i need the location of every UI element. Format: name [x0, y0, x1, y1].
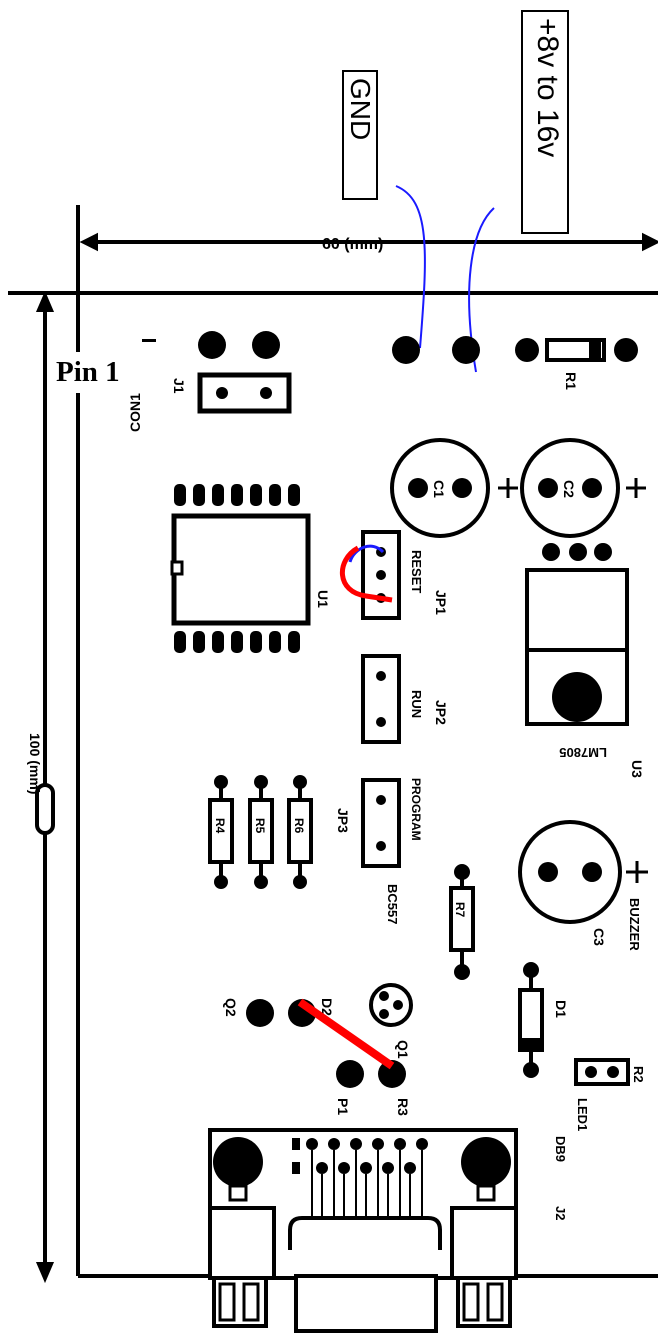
c1-label: C1 [431, 480, 447, 498]
j1-label: J1 [171, 378, 187, 394]
db9-connector [208, 1128, 518, 1333]
jp2-label: JP2 [433, 700, 449, 725]
r2-label: R2 [631, 1066, 646, 1083]
u1-ic [170, 484, 311, 653]
led1-label: LED1 [575, 1098, 590, 1131]
u1-label: U1 [315, 590, 331, 608]
height-dimension [35, 290, 55, 1284]
d2-label: D2 [319, 998, 335, 1016]
r7-resistor [449, 864, 475, 980]
r4-label: R4 [213, 818, 227, 834]
j2-label: J2 [553, 1206, 568, 1220]
jp2-header [361, 654, 401, 744]
j1-header [197, 372, 292, 414]
r4-r5-r6-resistors [208, 775, 313, 889]
jp2-text: RUN [409, 690, 424, 718]
c2-label: C2 [561, 480, 577, 498]
width-dimension-label: 60 (mm) [322, 236, 383, 253]
jp1-label: JP1 [433, 590, 449, 615]
r3-label: R3 [395, 1098, 411, 1116]
gnd-label: GND [345, 78, 376, 141]
u3-regulator [525, 543, 629, 726]
u3-part-label: LM7805 [559, 745, 607, 760]
con1-label: CON1 [127, 393, 143, 432]
jp1-text: RESET [409, 550, 424, 593]
width-dimension [79, 232, 658, 252]
jp3-header [361, 778, 401, 868]
led1 [574, 1058, 630, 1086]
q1-label: Q1 [395, 1040, 411, 1059]
c1-capacitor [390, 438, 518, 538]
r1-label: R1 [563, 372, 579, 390]
q2-label: Q2 [223, 998, 239, 1017]
p1-pads [336, 1060, 406, 1088]
red-jumper-wire [297, 998, 395, 1070]
buzzer-label: BUZZER [627, 898, 642, 951]
u3-label: U3 [629, 760, 645, 778]
gnd-wire [395, 185, 426, 349]
d1-label: D1 [553, 1000, 569, 1018]
q1-transistor [369, 983, 413, 1027]
c2-capacitor [520, 438, 646, 538]
pin1-label: Pin 1 [50, 352, 126, 393]
con1-pads [142, 331, 280, 359]
height-dimension-label: 100 (mm) [27, 733, 43, 794]
r5-label: R5 [253, 818, 267, 834]
jp3-label: JP3 [335, 808, 351, 833]
q1-part-label: BC557 [385, 884, 400, 924]
c3-buzzer [518, 820, 648, 924]
r6-label: R6 [292, 818, 306, 834]
c3-label: C3 [591, 928, 607, 946]
db9-label: DB9 [553, 1136, 568, 1162]
jp1-jumper-red [340, 545, 393, 603]
jp1-jumper-blue [348, 544, 385, 563]
p1-label: P1 [335, 1098, 351, 1115]
r1-resistor [515, 338, 638, 362]
d1-diode [518, 962, 544, 1078]
jp3-text: PROGRAM [409, 778, 423, 841]
vin-label-box [521, 10, 569, 234]
power-input-pads [392, 336, 480, 364]
r7-label: R7 [453, 902, 467, 918]
gnd-label-box [342, 70, 378, 200]
vin-label: +8v to 16v [531, 18, 564, 158]
